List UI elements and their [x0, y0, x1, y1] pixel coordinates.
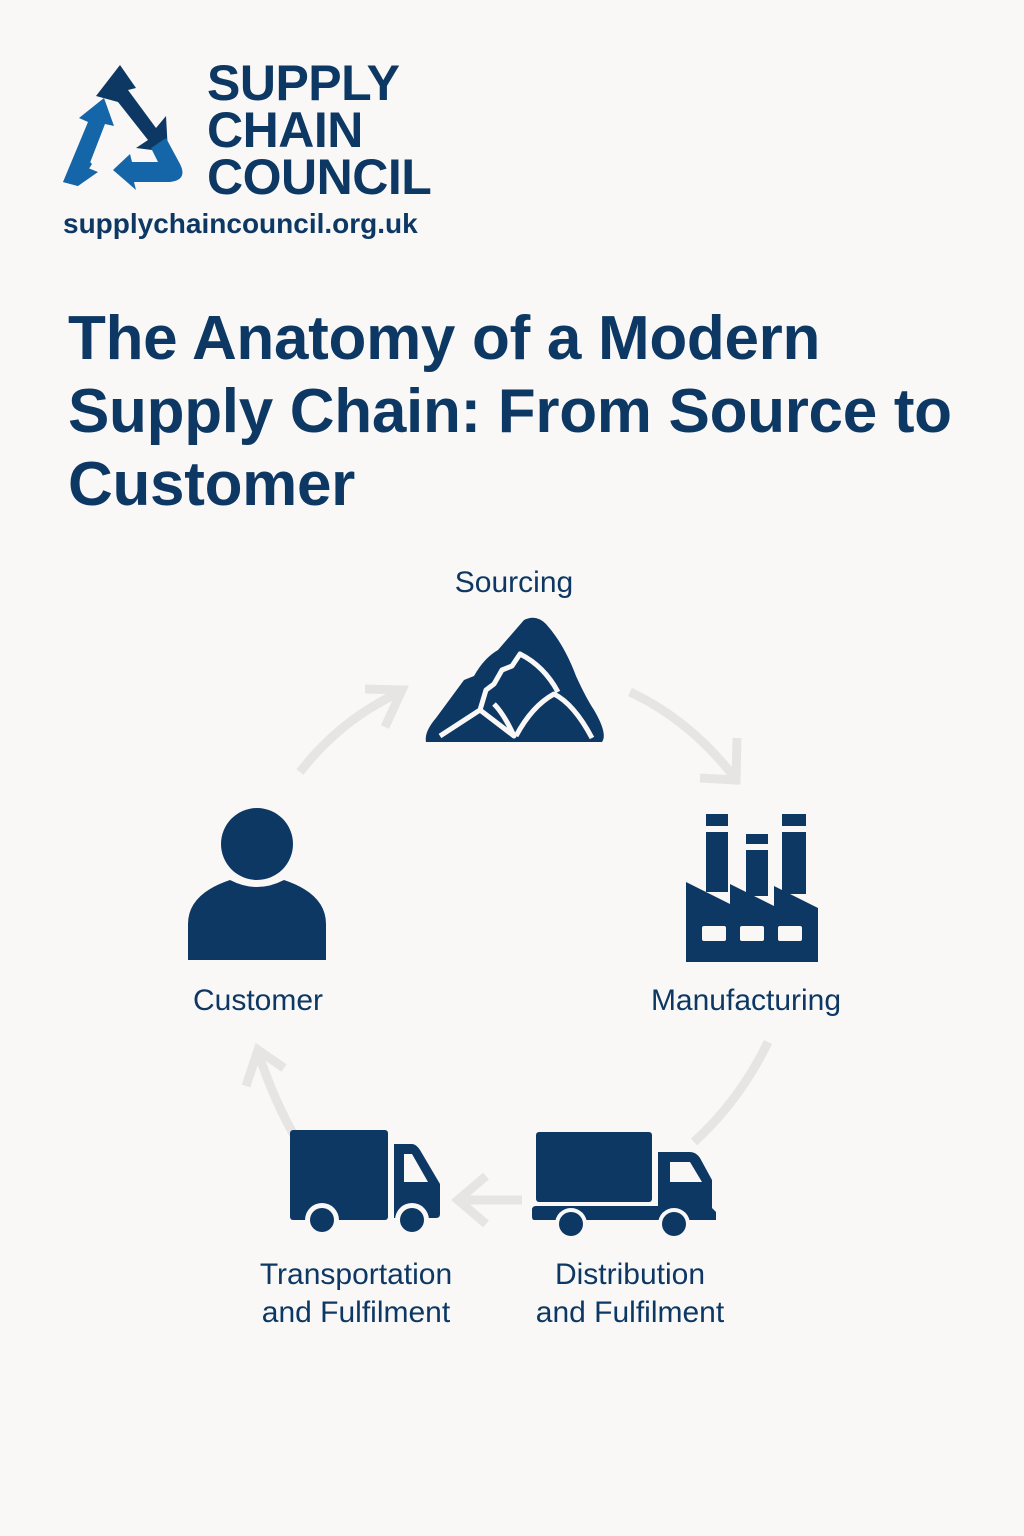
- brand-url[interactable]: supplychaincouncil.org.uk: [63, 208, 418, 239]
- stage-label-line: and Fulfilment: [535, 1296, 725, 1329]
- stage-label-distribution: Distribution and Fulfilment: [510, 1256, 750, 1332]
- mountain-icon: [425, 617, 604, 742]
- recycle-arrows-icon: [63, 65, 183, 190]
- stage-label-line: Transportation: [259, 1258, 453, 1291]
- factory-icon: [686, 814, 818, 962]
- flow-arrows: [241, 684, 773, 1228]
- truck-icon: [532, 1132, 716, 1238]
- person-icon: [188, 808, 326, 960]
- stage-label-transportation: Transportation and Fulfilment: [236, 1256, 476, 1332]
- flow-arrow-customer-to-sourcing: [296, 684, 409, 775]
- flow-arrow-sourcing-to-manufacturing: [628, 687, 742, 785]
- flow-arrow-distribution-to-transportation: [451, 1172, 522, 1228]
- stage-label-line: and Fulfilment: [261, 1296, 451, 1329]
- delivery-van-icon: [290, 1130, 440, 1234]
- brand-name: SUPPLY CHAIN COUNCIL: [207, 55, 432, 205]
- stage-label-customer: Customer: [192, 984, 324, 1017]
- brand-name-line: COUNCIL: [207, 149, 432, 205]
- flow-arrow-manufacturing-to-distribution: [690, 1040, 773, 1146]
- page-title: The Anatomy of a Modern Supply Chain: Fr…: [68, 304, 952, 519]
- stage-label-sourcing: Sourcing: [454, 566, 574, 599]
- stage-label-manufacturing: Manufacturing: [650, 984, 842, 1017]
- supply-chain-cycle-diagram: Sourcing Manufacturing Distribution and …: [0, 540, 1024, 1380]
- brand-name-line: CHAIN: [207, 102, 363, 158]
- stage-label-line: Distribution: [554, 1258, 706, 1291]
- brand-name-line: SUPPLY: [207, 55, 400, 111]
